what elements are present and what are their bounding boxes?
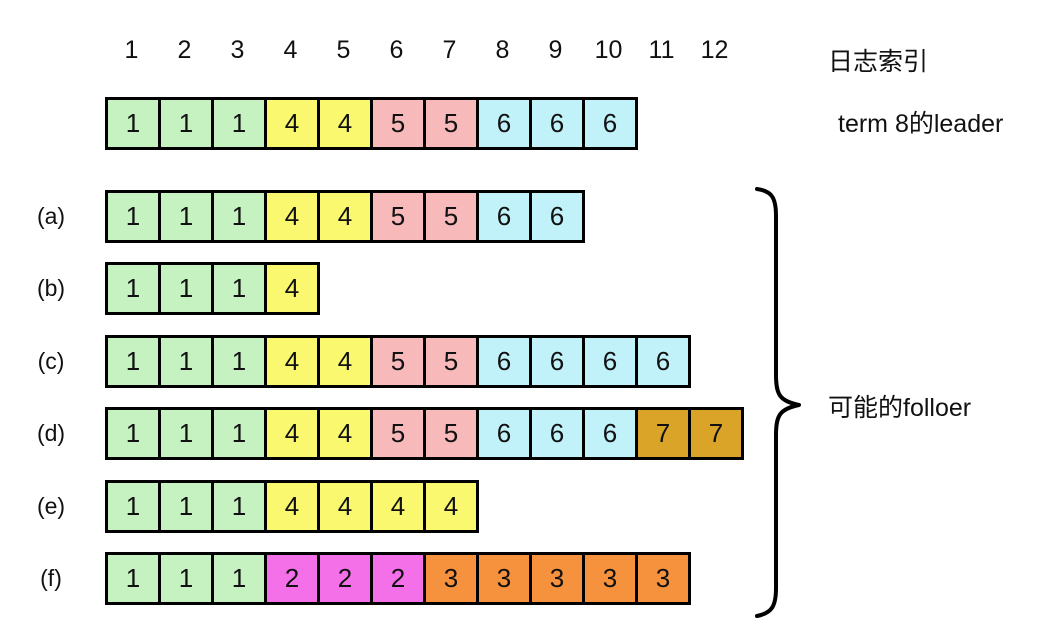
- log-cell-term-1: 1: [105, 190, 161, 243]
- log-cell-term-4: 4: [264, 407, 320, 460]
- log-cell-term-1: 1: [158, 190, 214, 243]
- log-cell-term-5: 5: [423, 97, 479, 150]
- log-index-number: 6: [389, 36, 404, 64]
- follower-row-label: (a): [36, 203, 66, 229]
- log-index-number: 9: [548, 36, 563, 64]
- log-cell-term-4: 4: [317, 480, 373, 533]
- log-cell-term-4: 4: [264, 480, 320, 533]
- follower-row-label: (b): [36, 275, 66, 301]
- log-index-number: 2: [177, 36, 192, 64]
- log-cell-term-5: 5: [370, 190, 426, 243]
- log-cell-term-1: 1: [158, 335, 214, 388]
- log-cell-term-3: 3: [635, 552, 691, 605]
- log-index-number: 11: [648, 36, 675, 64]
- log-cell-term-1: 1: [211, 552, 267, 605]
- log-cell-term-1: 1: [105, 407, 161, 460]
- curly-brace: [755, 187, 801, 618]
- log-cell-term-6: 6: [476, 190, 532, 243]
- log-cell-term-4: 4: [264, 190, 320, 243]
- log-cell-term-3: 3: [582, 552, 638, 605]
- log-cell-term-4: 4: [317, 407, 373, 460]
- log-cell-term-4: 4: [317, 190, 373, 243]
- log-cell-term-5: 5: [370, 335, 426, 388]
- log-cell-term-4: 4: [423, 480, 479, 533]
- log-cell-term-6: 6: [476, 97, 532, 150]
- log-cell-term-1: 1: [158, 97, 214, 150]
- follower-row-label: (d): [36, 420, 66, 446]
- log-index-number: 4: [283, 36, 298, 64]
- log-cell-term-6: 6: [476, 335, 532, 388]
- log-cell-term-5: 5: [423, 190, 479, 243]
- log-cell-term-6: 6: [582, 97, 638, 150]
- log-cell-term-4: 4: [317, 97, 373, 150]
- log-cell-term-6: 6: [529, 190, 585, 243]
- log-cell-term-4: 4: [317, 335, 373, 388]
- log-cell-term-6: 6: [476, 407, 532, 460]
- log-index-number: 10: [594, 36, 623, 64]
- log-cell-term-1: 1: [105, 552, 161, 605]
- log-cell-term-1: 1: [158, 480, 214, 533]
- log-index-number: 3: [230, 36, 245, 64]
- log-cell-term-1: 1: [211, 480, 267, 533]
- log-cell-term-1: 1: [105, 97, 161, 150]
- log-index-number: 5: [336, 36, 351, 64]
- log-cell-term-1: 1: [211, 190, 267, 243]
- log-cell-term-3: 3: [423, 552, 479, 605]
- log-cell-term-1: 1: [211, 335, 267, 388]
- log-cell-term-4: 4: [370, 480, 426, 533]
- log-cell-term-6: 6: [529, 97, 585, 150]
- log-cell-term-6: 6: [582, 335, 638, 388]
- log-cell-term-1: 1: [158, 407, 214, 460]
- log-cell-term-2: 2: [317, 552, 373, 605]
- log-cell-term-4: 4: [264, 262, 320, 315]
- follower-row-label: (e): [36, 493, 66, 519]
- log-cell-term-6: 6: [582, 407, 638, 460]
- log-cell-term-3: 3: [476, 552, 532, 605]
- log-cell-term-1: 1: [158, 262, 214, 315]
- log-cell-term-6: 6: [529, 407, 585, 460]
- log-cell-term-1: 1: [158, 552, 214, 605]
- log-cell-term-1: 1: [105, 335, 161, 388]
- log-cell-term-6: 6: [635, 335, 691, 388]
- log-index-number: 8: [495, 36, 510, 64]
- log-cell-term-1: 1: [105, 480, 161, 533]
- log-cell-term-7: 7: [635, 407, 691, 460]
- follower-row-label: (f): [40, 565, 62, 591]
- log-cell-term-5: 5: [370, 407, 426, 460]
- follower-row-label: (c): [37, 348, 65, 374]
- log-index-number: 12: [700, 36, 729, 64]
- log-cell-term-1: 1: [211, 262, 267, 315]
- log-cell-term-4: 4: [264, 97, 320, 150]
- leader-label: term 8的leader: [838, 110, 1004, 138]
- log-index-number: 7: [442, 36, 457, 64]
- log-cell-term-1: 1: [211, 407, 267, 460]
- follower-label: 可能的folloer: [828, 394, 972, 422]
- log-cell-term-6: 6: [529, 335, 585, 388]
- log-cell-term-2: 2: [370, 552, 426, 605]
- curly-brace-path: [755, 187, 801, 618]
- log-cell-term-1: 1: [105, 262, 161, 315]
- log-cell-term-5: 5: [423, 407, 479, 460]
- log-cell-term-4: 4: [264, 335, 320, 388]
- log-cell-term-7: 7: [688, 407, 744, 460]
- log-cell-term-3: 3: [529, 552, 585, 605]
- log-index-label: 日志索引: [828, 48, 929, 76]
- log-cell-term-1: 1: [211, 97, 267, 150]
- log-cell-term-2: 2: [264, 552, 320, 605]
- log-cell-term-5: 5: [423, 335, 479, 388]
- log-cell-term-5: 5: [370, 97, 426, 150]
- log-index-number: 1: [124, 36, 139, 64]
